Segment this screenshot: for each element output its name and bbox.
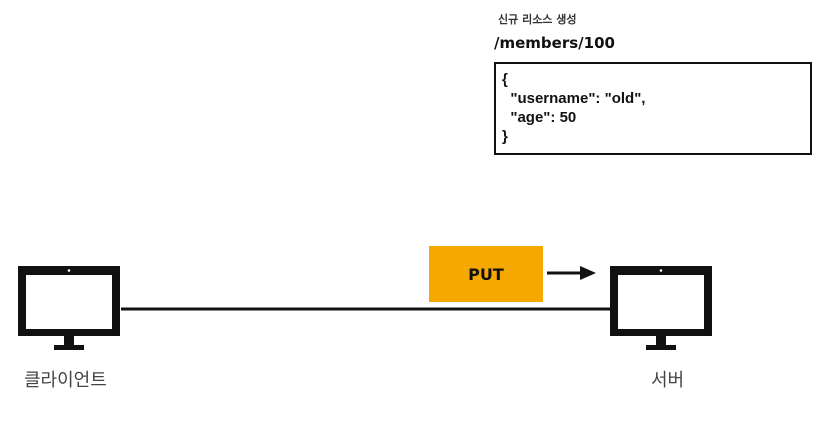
- arrow-right-icon: [547, 266, 596, 280]
- server-monitor-icon: [610, 266, 712, 350]
- client-monitor-icon: [18, 266, 120, 350]
- method-label: PUT: [468, 264, 504, 284]
- json-line-username: "username": "old",: [502, 90, 646, 107]
- server-label: 서버: [651, 370, 685, 391]
- method-put-box: PUT: [429, 246, 543, 302]
- json-body-box: { "username": "old", "age": 50 }: [494, 62, 812, 155]
- caption: 신규 리소스 생성: [498, 13, 577, 26]
- client-label: 클라이언트: [24, 370, 107, 391]
- json-line-age: "age": 50: [502, 109, 577, 126]
- resource-path: /members/100: [494, 34, 615, 52]
- json-open-brace: {: [502, 71, 508, 88]
- json-close-brace: }: [502, 128, 508, 145]
